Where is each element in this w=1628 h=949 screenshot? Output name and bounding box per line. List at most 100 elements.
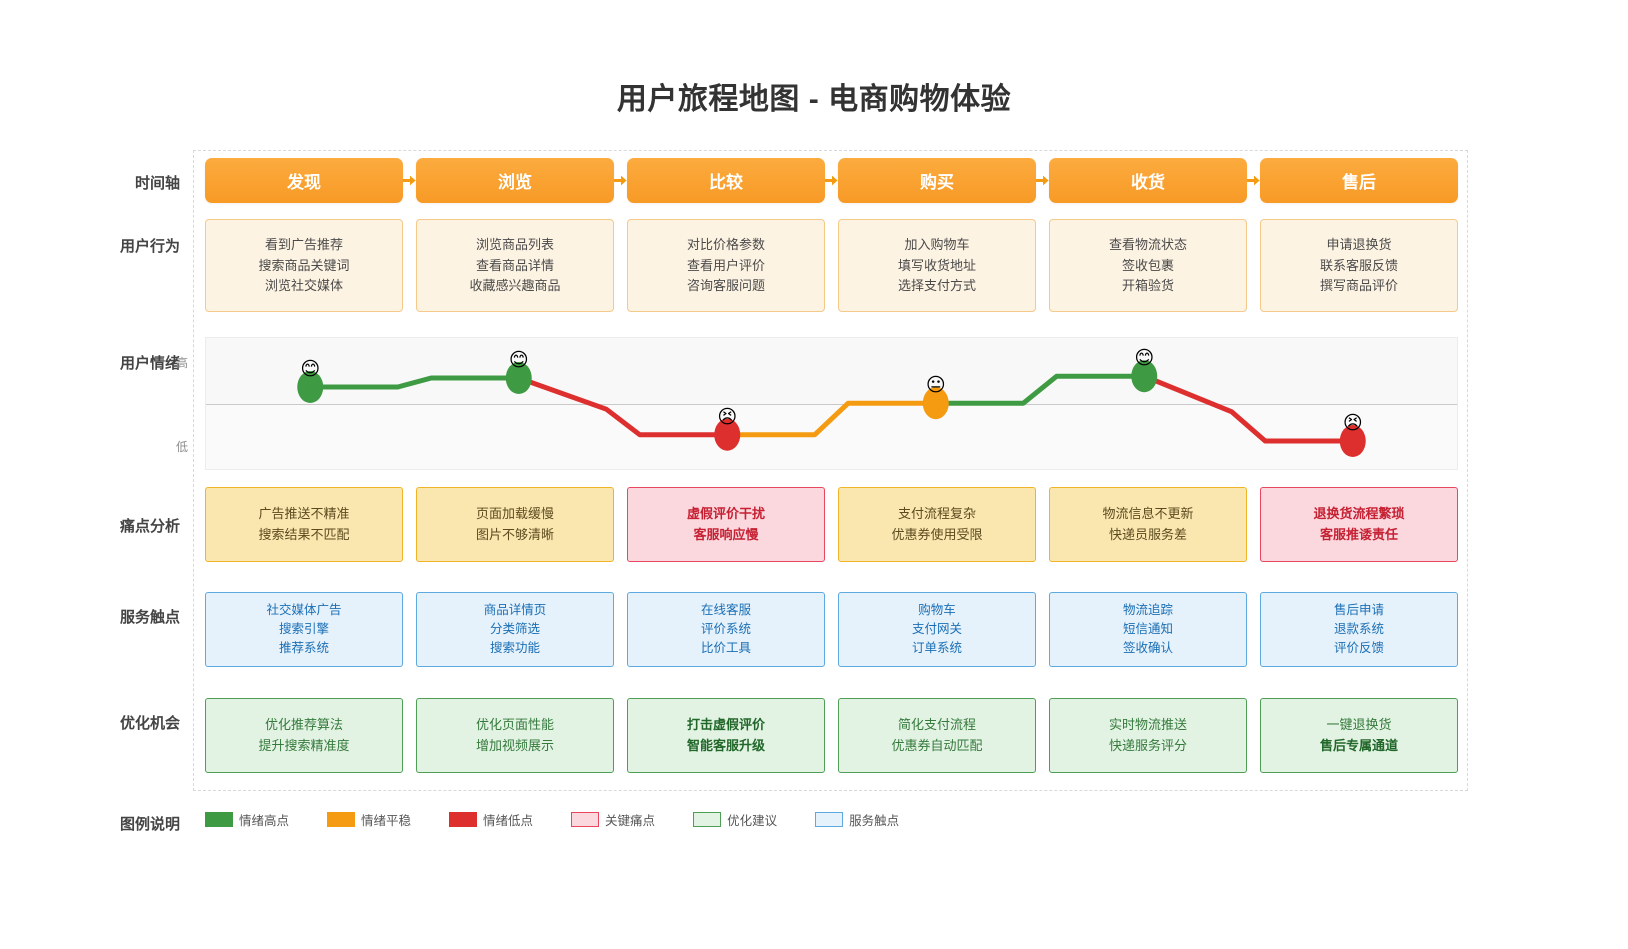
- chart-midline: [206, 403, 1457, 405]
- behavior-box-3: 对比价格参数查看用户评价咨询客服问题: [627, 219, 825, 312]
- emotion-point-1[interactable]: [297, 371, 324, 403]
- touchpoint-line: 物流追踪: [1122, 603, 1173, 618]
- stage-label: 浏览: [498, 173, 532, 192]
- behavior-line: 加入购物车: [904, 237, 970, 253]
- pain-box-3: 虚假评价干扰客服响应慢: [627, 487, 825, 562]
- emotion-point-4[interactable]: [922, 387, 949, 420]
- touchpoint-box-4: 购物车支付网关订单系统: [838, 592, 1036, 667]
- behavior-line: 申请退换货: [1326, 237, 1392, 253]
- legend-item-1: 情绪高点: [205, 810, 289, 829]
- arrow-right-icon: [403, 175, 416, 187]
- behavior-box-5: 查看物流状态签收包裹开箱验货: [1049, 219, 1247, 312]
- stage-label: 购买: [920, 173, 954, 192]
- legend-swatch: [327, 812, 356, 827]
- touchpoint-box-3: 在线客服评价系统比价工具: [627, 592, 825, 667]
- stage-box-1[interactable]: 发现: [205, 158, 416, 203]
- behavior-line: 收藏感兴趣商品: [469, 278, 561, 294]
- touchpoint-line: 购物车: [918, 603, 956, 618]
- pain-box-6: 退换货流程繁琐客服推诿责任: [1260, 487, 1458, 562]
- pain-line: 物流信息不更新: [1102, 506, 1194, 522]
- opportunity-line: 提升搜索精准度: [258, 738, 350, 753]
- legend-row: 情绪高点情绪平稳情绪低点关键痛点优化建议服务触点: [205, 810, 937, 829]
- touchpoint-row: 社交媒体广告搜索引擎推荐系统商品详情页分类筛选搜索功能在线客服评价系统比价工具购…: [205, 592, 1458, 667]
- emotion-point-2[interactable]: [505, 362, 532, 394]
- touchpoint-line: 支付网关: [911, 622, 962, 637]
- legend-swatch: [815, 812, 844, 827]
- touchpoint-line: 搜索引擎: [278, 622, 329, 637]
- behavior-box-4: 加入购物车填写收货地址选择支付方式: [838, 219, 1036, 312]
- behavior-box-6: 申请退换货联系客服反馈撰写商品评价: [1260, 219, 1458, 312]
- touchpoint-box-2: 商品详情页分类筛选搜索功能: [416, 592, 614, 667]
- emotion-point-5[interactable]: [1131, 360, 1158, 393]
- touchpoint-box-5: 物流追踪短信通知签收确认: [1049, 592, 1247, 667]
- pain-box-5: 物流信息不更新快递员服务差: [1049, 487, 1247, 562]
- touchpoint-line: 比价工具: [700, 640, 751, 655]
- emotion-segment-2: [516, 375, 730, 438]
- legend-label: 情绪高点: [239, 814, 290, 828]
- behavior-line: 咨询客服问题: [686, 278, 765, 294]
- stage-label: 收货: [1131, 173, 1165, 192]
- legend-item-2: 情绪平稳: [327, 810, 411, 829]
- stage-box-5[interactable]: 收货: [1049, 158, 1260, 203]
- behavior-box-1: 看到广告推荐搜索商品关键词浏览社交媒体: [205, 219, 403, 312]
- legend-label: 情绪平稳: [361, 814, 412, 828]
- pain-line: 广告推送不精准: [258, 506, 350, 522]
- chart-upper-band: [206, 338, 1457, 404]
- touchpoint-line: 在线客服: [700, 603, 751, 618]
- opportunity-row: 优化推荐算法提升搜索精准度优化页面性能增加视频展示打击虚假评价智能客服升级简化支…: [205, 698, 1458, 773]
- stage-label: 售后: [1342, 173, 1376, 192]
- stage-box-4[interactable]: 购买: [838, 158, 1049, 203]
- touchpoint-line: 短信通知: [1122, 622, 1173, 637]
- opportunity-line: 优化页面性能: [475, 717, 554, 733]
- pain-line: 图片不够清晰: [475, 527, 554, 542]
- row-label-pain: 痛点分析: [119, 518, 180, 535]
- touchpoint-line: 搜索功能: [489, 640, 540, 655]
- opportunity-line: 实时物流推送: [1108, 717, 1187, 733]
- emotion-point-6[interactable]: [1339, 425, 1366, 457]
- behavior-line: 搜索商品关键词: [258, 257, 350, 273]
- stage-box-2[interactable]: 浏览: [416, 158, 627, 203]
- legend-label: 关键痛点: [605, 814, 656, 828]
- opportunity-line: 一键退换货: [1326, 717, 1392, 733]
- legend-swatch: [205, 812, 233, 827]
- stage-box-6[interactable]: 售后: [1260, 158, 1458, 203]
- emotion-point-3[interactable]: [714, 418, 741, 451]
- touchpoint-line: 评价系统: [700, 622, 751, 637]
- behavior-line: 开箱验货: [1121, 278, 1174, 294]
- pain-line: 退换货流程繁琐: [1313, 506, 1405, 522]
- opportunity-line: 优惠券自动匹配: [891, 738, 983, 753]
- arrow-right-icon: [614, 175, 627, 187]
- touchpoint-line: 分类筛选: [489, 622, 540, 637]
- opportunity-line: 打击虚假评价: [686, 717, 765, 733]
- opportunity-box-3: 打击虚假评价智能客服升级: [627, 698, 825, 773]
- opportunity-box-4: 简化支付流程优惠券自动匹配: [838, 698, 1036, 773]
- opportunity-box-5: 实时物流推送快递服务评分: [1049, 698, 1247, 773]
- behavior-line: 填写收货地址: [897, 257, 976, 273]
- behavior-line: 对比价格参数: [686, 237, 765, 253]
- touchpoint-box-6: 售后申请退款系统评价反馈: [1260, 592, 1458, 667]
- legend-item-4: 关键痛点: [571, 810, 655, 829]
- stage-box-3[interactable]: 比较: [627, 158, 838, 203]
- touchpoint-line: 商品详情页: [483, 603, 547, 618]
- emotion-segment-4: [933, 373, 1147, 406]
- legend-item-6: 服务触点: [815, 810, 899, 829]
- pain-line: 页面加载缓慢: [475, 506, 554, 522]
- emotion-curve: [297, 360, 1366, 457]
- behavior-line: 签收包裹: [1121, 257, 1174, 273]
- stage-row: 发现 浏览 比较 购买 收货 售后: [205, 158, 1458, 203]
- behavior-line: 浏览商品列表: [475, 237, 554, 253]
- touchpoint-line: 推荐系统: [278, 640, 329, 655]
- emotion-segment-1: [307, 375, 522, 390]
- behavior-line: 查看用户评价: [686, 257, 765, 273]
- arrow-right-icon: [825, 175, 838, 187]
- emotion-segment-3: [724, 400, 939, 438]
- row-label-timeline: 时间轴: [134, 175, 180, 192]
- opportunity-line: 优化推荐算法: [264, 717, 343, 733]
- legend-swatch: [449, 812, 478, 827]
- behavior-line: 看到广告推荐: [264, 237, 343, 253]
- pain-box-1: 广告推送不精准搜索结果不匹配: [205, 487, 403, 562]
- row-label-emotion: 用户情绪: [119, 355, 180, 372]
- axis-label-low: 低: [176, 440, 189, 454]
- emotion-chart: 😊😊😣😐😊😣: [205, 337, 1458, 470]
